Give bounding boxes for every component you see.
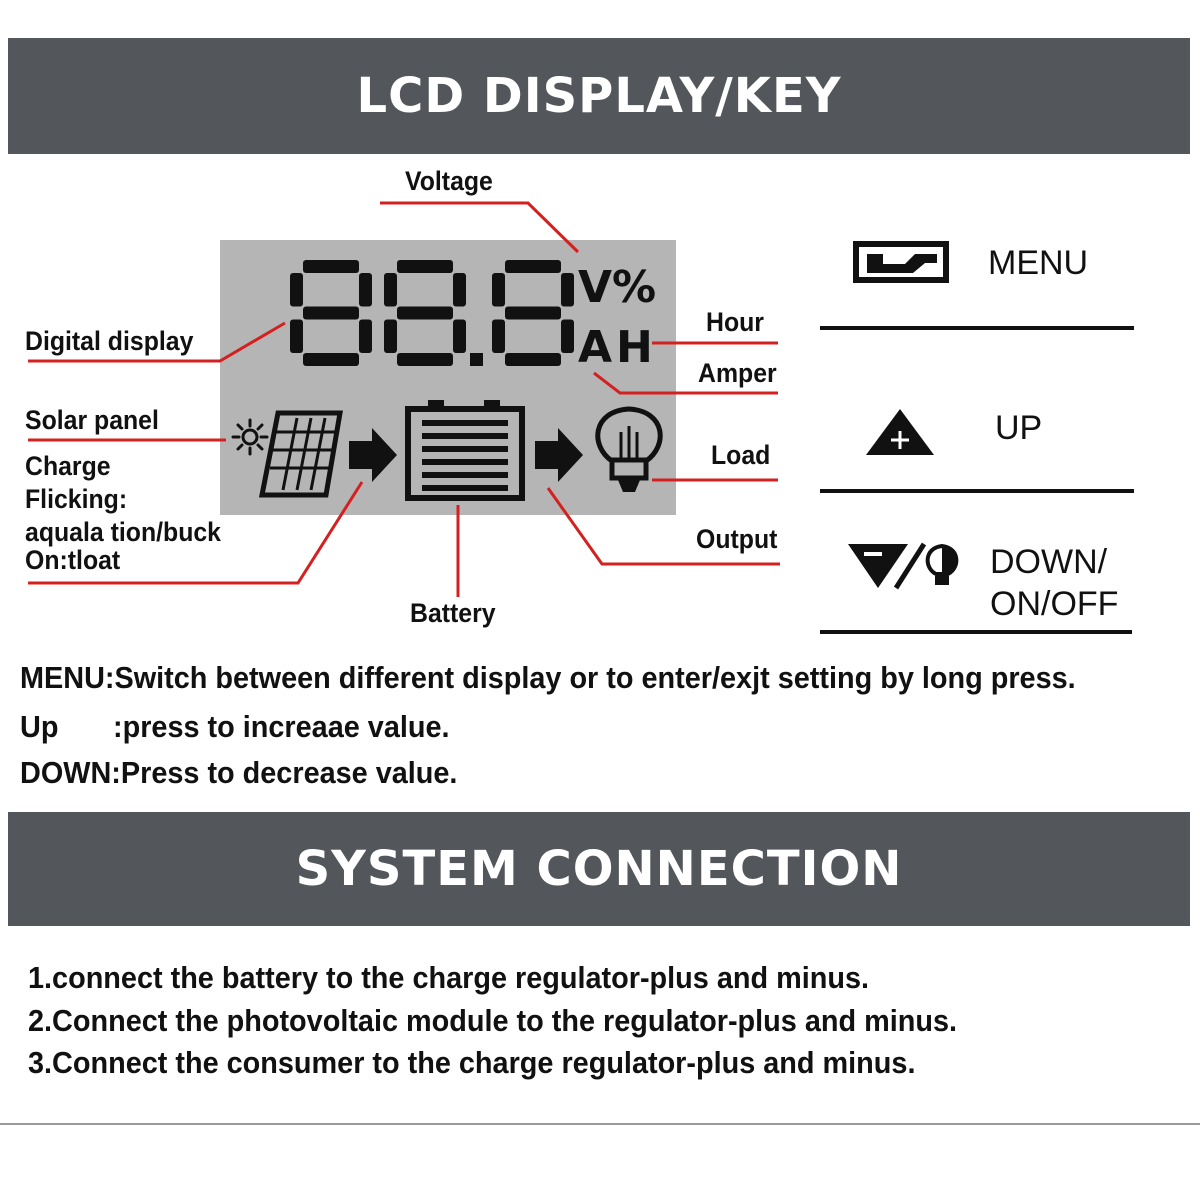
- digit-segment: [505, 353, 561, 366]
- digit-segment: [561, 319, 574, 353]
- output-label: Output: [696, 524, 778, 554]
- down-description-text: :Press to decrease value.: [111, 755, 458, 790]
- bottom-divider: [0, 1123, 1200, 1125]
- flicking-label: Flicking:: [25, 484, 128, 514]
- sun-icon: [231, 418, 269, 456]
- lcd-display-banner: LCD DISPLAY/KEY: [8, 38, 1190, 154]
- lcd-diagram: V% AH: [28, 201, 780, 597]
- load-bulb-icon: [595, 406, 663, 492]
- down-description-key: DOWN: [20, 755, 112, 790]
- key-separator-2: [820, 489, 1134, 493]
- down-key-label: DOWN/: [990, 543, 1108, 581]
- digital-display-callout-line: [28, 321, 286, 363]
- digit-segment: [384, 319, 397, 353]
- charge-callout-line: [28, 481, 364, 585]
- digit-segment: [397, 353, 453, 366]
- digit-segment: [397, 260, 453, 273]
- digit-segment: [290, 273, 303, 307]
- connection-step-3: 3.Connect the consumer to the charge reg…: [28, 1045, 916, 1080]
- battery-label: Battery: [410, 598, 496, 628]
- up-description-text: :press to increaae value.: [113, 709, 450, 744]
- digit-segment: [303, 306, 359, 320]
- up-description-key: Up: [20, 709, 59, 744]
- digit-segment: [561, 273, 574, 307]
- up-key[interactable]: [820, 395, 1140, 465]
- menu-key[interactable]: [820, 232, 1140, 302]
- digital-display-label: Digital display: [25, 326, 194, 356]
- equalization-label: aquala tion/buck: [25, 517, 222, 547]
- up-key-label: UP: [995, 409, 1043, 447]
- digit-segment: [359, 319, 372, 353]
- digit-segment: [505, 260, 561, 273]
- connection-step-2: 2.Connect the photovoltaic module to the…: [28, 1003, 958, 1038]
- charge-arrow-icon: [349, 428, 397, 482]
- lcd-unit-amp-hour: AH: [578, 322, 657, 373]
- menu-description-text: :Switch between different display or to …: [104, 660, 1076, 695]
- up-triangle-icon: [866, 409, 934, 455]
- digital-display-digits: [290, 260, 574, 366]
- decimal-point: [470, 353, 483, 366]
- onoff-key-label: ON/OFF: [990, 585, 1119, 623]
- menu-key-label: MENU: [988, 244, 1089, 282]
- hour-label: Hour: [706, 307, 764, 337]
- digit-segment: [505, 306, 561, 320]
- charge-label: Charge: [25, 451, 111, 481]
- voltage-callout-line: [380, 201, 580, 254]
- amper-label: Amper: [698, 358, 777, 388]
- digit-segment: [359, 273, 372, 307]
- solar-panel-label: Solar panel: [25, 405, 159, 435]
- menu-description-key: MENU: [20, 660, 105, 695]
- lcd-display-title: LCD DISPLAY/KEY: [356, 68, 842, 124]
- voltage-label: Voltage: [405, 166, 493, 196]
- down-onoff-key[interactable]: [820, 530, 1140, 625]
- digit-segment: [384, 273, 397, 307]
- digit-segment: [303, 353, 359, 366]
- connection-step-1: 1.connect the battery to the charge regu…: [28, 960, 870, 995]
- digit-segment: [397, 306, 453, 320]
- key-separator-3: [820, 630, 1132, 634]
- digit-segment: [492, 319, 505, 353]
- callout-lines: [28, 201, 780, 597]
- float-label: On:tloat: [25, 545, 121, 575]
- menu-key-icon: [853, 241, 949, 283]
- down-onoff-icon: [848, 542, 959, 590]
- digit-segment: [303, 260, 359, 273]
- menu-key-description: MENU:Switch between different display or…: [20, 660, 1076, 696]
- solar-panel-icon: [258, 410, 343, 498]
- digit-segment: [492, 273, 505, 307]
- load-label: Load: [711, 440, 771, 470]
- down-key-description: DOWN:Press to decrease value.: [20, 755, 457, 791]
- digit-segment: [453, 273, 466, 307]
- lcd-unit-voltage-percent: V%: [578, 262, 656, 313]
- system-connection-banner: SYSTEM CONNECTION: [8, 812, 1190, 926]
- up-key-description: Up :press to increaae value.: [20, 709, 450, 745]
- system-connection-title: SYSTEM CONNECTION: [295, 841, 903, 897]
- amper-callout-line: [593, 371, 778, 395]
- digit-segment: [453, 319, 466, 353]
- output-arrow-icon: [535, 428, 583, 482]
- battery-icon: [405, 400, 525, 501]
- output-callout-line: [546, 487, 780, 566]
- digit-segment: [290, 319, 303, 353]
- key-separator-1: [820, 326, 1134, 330]
